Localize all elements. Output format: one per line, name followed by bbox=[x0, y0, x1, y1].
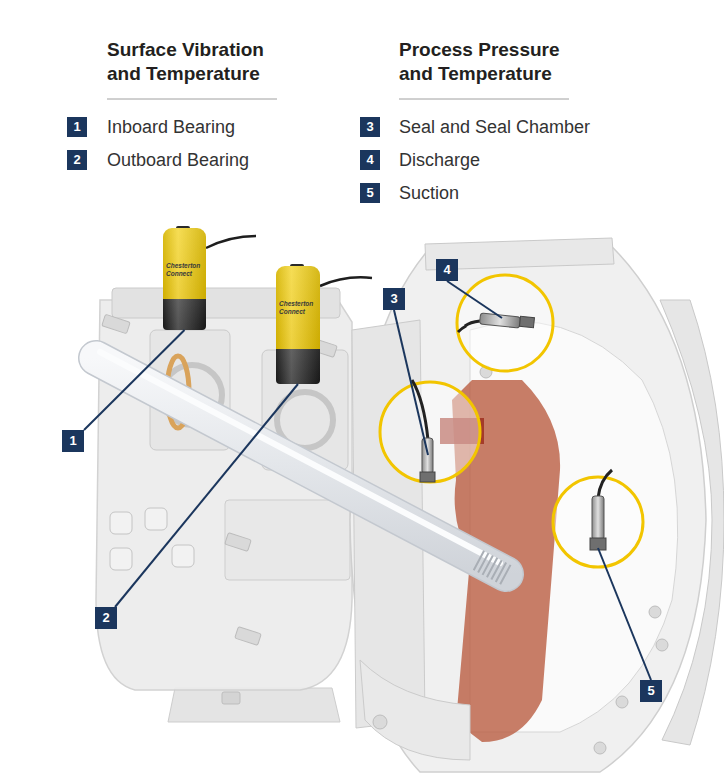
legend-item: Inboard Bearing bbox=[107, 115, 347, 139]
callout-number: 2 bbox=[73, 153, 80, 167]
transmitter-cable bbox=[458, 326, 466, 332]
sensor-cable bbox=[206, 236, 256, 248]
callout-number: 4 bbox=[366, 153, 373, 167]
foot-bolt bbox=[222, 692, 240, 704]
shaft bbox=[96, 358, 506, 574]
bolt bbox=[102, 314, 130, 333]
bolt bbox=[656, 639, 668, 651]
brand-text: Chesterton Connect bbox=[166, 262, 204, 277]
brand-text: Chesterton Connect bbox=[279, 300, 318, 315]
callout-number-box: 2 bbox=[67, 150, 87, 170]
legend-item: Seal and Seal Chamber bbox=[399, 115, 699, 139]
bolt bbox=[616, 696, 628, 708]
sensor-body: Chesterton Connect bbox=[276, 266, 320, 384]
bolt bbox=[373, 715, 387, 729]
column-heading: Process Pressure and Temperature bbox=[399, 38, 579, 86]
drain-plug bbox=[110, 548, 132, 570]
leader-line bbox=[115, 384, 298, 607]
callout-number: 2 bbox=[102, 611, 109, 625]
callout-number-box: 5 bbox=[640, 680, 662, 702]
callout-number: 5 bbox=[366, 186, 373, 200]
heading-rule bbox=[399, 99, 569, 100]
transmitter-fitting bbox=[520, 316, 535, 327]
bolt bbox=[594, 742, 606, 754]
shaft-outline bbox=[96, 358, 506, 574]
pressure-transmitter bbox=[422, 438, 433, 474]
leader-line bbox=[598, 548, 651, 680]
callout-number: 1 bbox=[69, 434, 76, 448]
bolt bbox=[649, 606, 661, 618]
callout-number: 5 bbox=[647, 684, 654, 698]
drain-plug bbox=[145, 508, 167, 530]
sensor-body: Chesterton Connect bbox=[163, 228, 206, 330]
sensor-cable bbox=[320, 277, 372, 286]
suction-flange bbox=[660, 300, 724, 745]
detail-circle bbox=[457, 275, 553, 371]
pressure-transmitter bbox=[592, 496, 604, 540]
drain-plug bbox=[172, 545, 194, 567]
callout-number-box: 2 bbox=[95, 607, 117, 629]
leader-line bbox=[394, 310, 428, 455]
callout-number: 3 bbox=[366, 120, 373, 134]
leader-line bbox=[84, 330, 185, 430]
leader-line bbox=[447, 281, 502, 318]
callout-number: 4 bbox=[443, 263, 450, 277]
transmitter-cable bbox=[465, 321, 480, 326]
callout-number-box: 5 bbox=[360, 183, 380, 203]
frame-foot bbox=[168, 688, 340, 722]
callout-number-box: 1 bbox=[62, 430, 84, 452]
legend-item: Outboard Bearing bbox=[107, 148, 347, 172]
callout-number-box: 3 bbox=[360, 117, 380, 137]
callout-number-box: 4 bbox=[360, 150, 380, 170]
legend-item: Discharge bbox=[399, 148, 699, 172]
shaft-thread bbox=[478, 560, 508, 576]
callout-number-box: 1 bbox=[67, 117, 87, 137]
transmitter-cable bbox=[412, 380, 428, 440]
heading-rule bbox=[107, 99, 277, 100]
transmitter-fitting bbox=[420, 472, 435, 482]
callout-number-box: 4 bbox=[436, 259, 458, 281]
frame-rib bbox=[225, 500, 350, 580]
legend-item: Suction bbox=[399, 181, 699, 205]
detail-circle bbox=[380, 382, 480, 482]
bolt bbox=[235, 627, 262, 646]
callout-number-box: 3 bbox=[383, 288, 405, 310]
bolt bbox=[225, 533, 252, 552]
callout-number: 3 bbox=[390, 292, 397, 306]
drain-plug bbox=[110, 512, 132, 534]
column-heading: Surface Vibration and Temperature bbox=[107, 38, 287, 86]
pressure-transmitter bbox=[479, 313, 520, 328]
transmitter-cable bbox=[598, 470, 612, 498]
volute-lip bbox=[360, 660, 470, 760]
callout-number: 1 bbox=[73, 120, 80, 134]
